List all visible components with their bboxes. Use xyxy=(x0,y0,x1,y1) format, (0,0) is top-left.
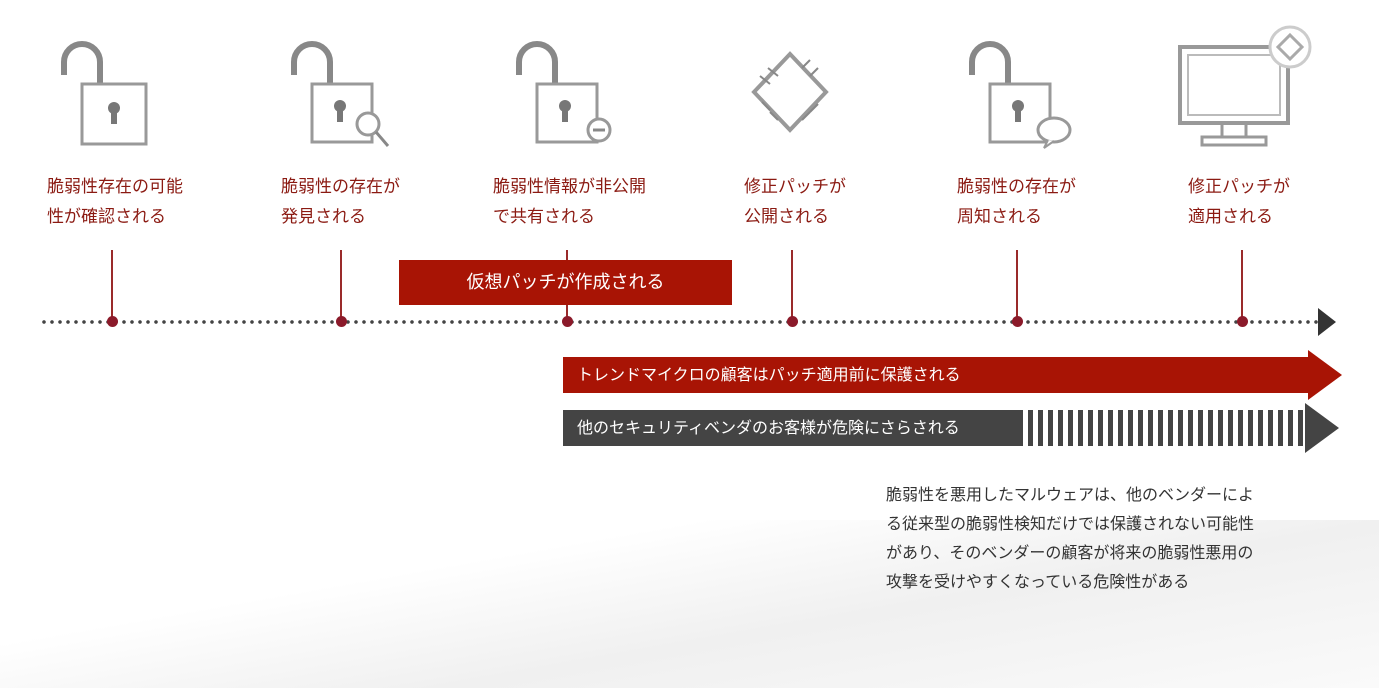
note-line: 脆弱性を悪用したマルウェアは、他のベンダーによ xyxy=(886,485,1255,504)
event-dot xyxy=(336,316,347,327)
lock-search-icon xyxy=(291,41,390,147)
monitor-patch-icon xyxy=(1178,25,1312,147)
event-marker-line xyxy=(111,250,113,320)
event-label: 修正パッチが適用される xyxy=(1188,177,1290,227)
patch-icon xyxy=(751,51,829,133)
event-dot xyxy=(787,316,798,327)
trend-bar-arrowhead xyxy=(1308,350,1342,400)
lock-minus-icon xyxy=(516,41,612,144)
timeline-dotted-line xyxy=(40,320,1322,324)
event-label: 脆弱性情報が非公開で共有される xyxy=(493,177,646,227)
event-label: 修正パッチが公開される xyxy=(744,177,846,227)
timeline-arrowhead xyxy=(1318,308,1336,336)
event-dot xyxy=(1012,316,1023,327)
event-label: 脆弱性の存在が周知される xyxy=(957,177,1076,227)
event-marker-line xyxy=(340,250,342,320)
trend-protected-bar: トレンドマイクロの顧客はパッチ適用前に保護される xyxy=(563,357,1308,393)
risk-stripes xyxy=(1018,410,1305,446)
risk-note: 脆弱性を悪用したマルウェアは、他のベンダーによ る従来型の脆弱性検知だけでは保護… xyxy=(886,480,1254,596)
lock-speech-icon xyxy=(969,41,1072,149)
note-line: る従来型の脆弱性検知だけでは保護されない可能性 xyxy=(886,514,1255,533)
risk-bar-arrowhead xyxy=(1305,403,1339,453)
event-marker-line xyxy=(1016,250,1018,320)
event-marker-line xyxy=(791,250,793,320)
note-line: があり、そのベンダーの顧客が将来の脆弱性悪用の xyxy=(886,543,1254,562)
event-dot xyxy=(1237,316,1248,327)
other-vendors-risk-bar: 他のセキュリティベンダのお客様が危険にさらされる xyxy=(563,410,1018,446)
event-dot xyxy=(107,316,118,327)
event-dot xyxy=(562,316,573,327)
event-label: 脆弱性の存在が発見される xyxy=(281,177,400,227)
note-line: 攻撃を受けやすくなっている危険性がある xyxy=(886,572,1190,591)
event-label: 脆弱性存在の可能性が確認される xyxy=(47,177,183,227)
background-shade xyxy=(0,520,1379,688)
event-marker-line xyxy=(1241,250,1243,320)
open-lock-icon xyxy=(61,41,148,146)
virtual-patch-box: 仮想パッチが作成される xyxy=(399,260,732,305)
